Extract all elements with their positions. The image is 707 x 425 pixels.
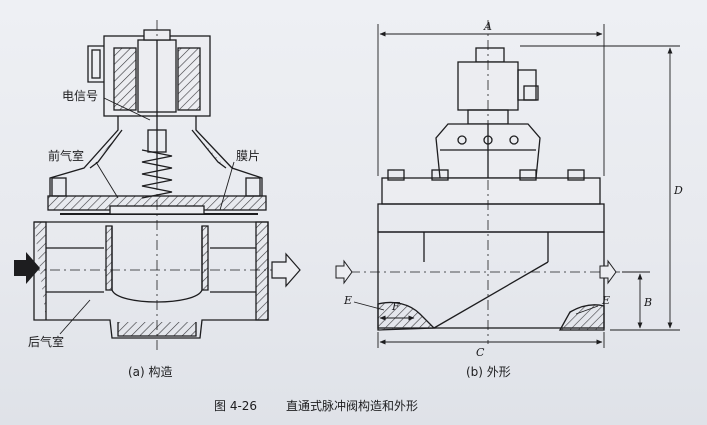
- dim-B: B: [643, 296, 652, 309]
- label-rear-chamber: 后气室: [28, 334, 64, 349]
- figure-number: 图 4-26: [214, 399, 257, 413]
- dim-D: D: [673, 184, 683, 197]
- dim-C: C: [476, 346, 485, 359]
- label-signal: 电信号: [62, 89, 98, 103]
- dimension-lines: [353, 24, 680, 348]
- caption-left: (a) 构造: [128, 364, 173, 379]
- caption-right: (b) 外形: [466, 365, 511, 379]
- dim-A: A: [483, 20, 492, 33]
- label-front-chamber: 前气室: [48, 148, 84, 163]
- figure-title: 直通式脉冲阀构造和外形: [286, 398, 418, 413]
- dim-E-right: E: [601, 294, 610, 307]
- inlet-arrow-b: [335, 259, 353, 285]
- external-view: [350, 20, 620, 344]
- label-diaphragm: 膜片: [236, 149, 260, 163]
- section-view: [30, 20, 290, 350]
- dim-E-left: E: [343, 294, 352, 307]
- inlet-arrow: [14, 252, 40, 284]
- leader-lines: [59, 97, 235, 335]
- dim-F: F: [391, 300, 400, 313]
- outlet-arrow-b: [599, 259, 617, 285]
- outlet-arrow: [271, 252, 301, 288]
